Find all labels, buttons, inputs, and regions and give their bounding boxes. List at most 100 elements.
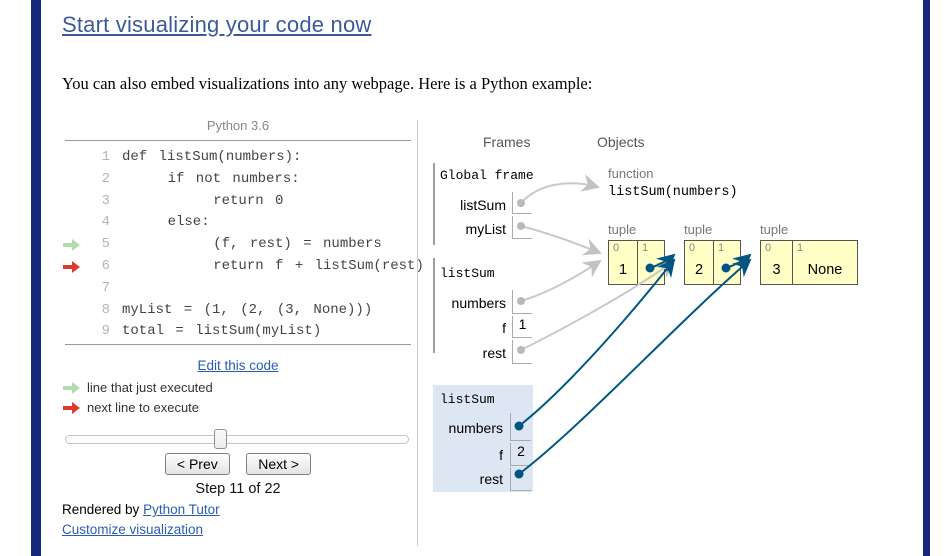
tuple1-type-label: tuple <box>608 222 637 237</box>
function-type-label: function <box>608 166 654 181</box>
code-line: 9 total = listSum(myList) <box>65 321 411 343</box>
code-line: 7 <box>65 278 411 300</box>
var-cell-rest-2 <box>510 467 531 491</box>
var-cell-rest-1 <box>512 340 532 364</box>
function-name: listSum(numbers) <box>608 185 738 200</box>
tuple2-cell-1: 1 <box>713 241 740 284</box>
tuple-value: None <box>807 262 843 278</box>
line-number: 2 <box>101 170 110 187</box>
code-text: total = listSum(myList) <box>122 323 322 340</box>
var-cell-numbers-1 <box>512 290 532 314</box>
python-tutor-link[interactable]: Python Tutor <box>143 502 220 517</box>
customize-visualization-link[interactable]: Customize visualization <box>62 522 204 537</box>
global-frame-edge <box>433 163 435 245</box>
tuple-value: 2 <box>694 262 704 278</box>
code-text: return f + listSum(rest) <box>122 257 424 274</box>
edit-code-row: Edit this code <box>65 357 411 375</box>
code-text: else: <box>122 214 210 231</box>
code-line: 8 myList = (1, (2, (3, None))) <box>65 300 411 322</box>
var-label-numbers-1: numbers <box>451 295 506 311</box>
rendered-by-text: Rendered by <box>62 502 144 517</box>
var-cell-f-1: 1 <box>512 316 532 338</box>
runtime-label: Python 3.6 <box>206 118 270 133</box>
var-label-myList: myList <box>465 221 506 237</box>
legend-executed-label: line that just executed <box>87 380 213 395</box>
arrow-frame2-rest-to-tuple3 <box>518 258 752 475</box>
var-cell-listSum <box>512 192 532 214</box>
line-number: 8 <box>101 301 110 318</box>
var-label-rest-1: rest <box>482 345 506 361</box>
tuple1-cell-0: 0 1 <box>609 241 637 284</box>
code-listing: 1 def listSum(numbers): 2 if not numbers:… <box>65 147 424 343</box>
listsum2-frame-title: listSum <box>440 392 495 407</box>
step-counter: Step 11 of 22 <box>195 481 281 497</box>
tuple-index: 1 <box>718 242 725 254</box>
code-line: 1 def listSum(numbers): <box>65 147 411 169</box>
tuple-index: 0 <box>689 242 696 254</box>
step-slider-handle[interactable] <box>214 429 227 449</box>
var-label-listSum: listSum <box>460 197 506 213</box>
legend-next: next line to execute <box>63 400 199 415</box>
tuple1-box: 0 1 1 <box>608 240 665 285</box>
var-label-f-2: f <box>499 447 503 463</box>
code-text: def listSum(numbers): <box>122 149 302 165</box>
var-label-numbers-2: numbers <box>448 420 503 436</box>
prev-button[interactable]: < Prev <box>164 453 230 475</box>
executed-line-arrow-icon <box>63 239 80 251</box>
line-number: 1 <box>101 149 110 165</box>
tuple2-type-label: tuple <box>684 222 713 237</box>
arrow-frame1-numbers-to-tuple1 <box>520 259 602 302</box>
var-cell-numbers-2 <box>510 413 531 441</box>
listsum1-frame-title: listSum <box>440 266 495 281</box>
line-number: 3 <box>101 192 110 209</box>
code-line: 3 return 0 <box>65 191 411 213</box>
next-line-arrow-icon <box>63 261 80 273</box>
line-number: 6 <box>101 257 110 274</box>
edit-this-code-link[interactable]: Edit this code <box>197 358 279 373</box>
line-number: 4 <box>101 214 110 231</box>
line-number: 9 <box>101 323 110 340</box>
code-text: if not numbers: <box>122 170 300 187</box>
f-value-2: 2 <box>517 443 525 459</box>
code-line: 4 else: <box>65 212 411 234</box>
code-text: (f, rest) = numbers <box>122 236 382 253</box>
global-frame-title: Global frame <box>440 168 534 183</box>
tuple3-cell-0: 0 3 <box>761 241 792 284</box>
code-line: 6 return f + listSum(rest) <box>65 256 424 278</box>
line-number: 7 <box>101 279 110 296</box>
f-value-1: 1 <box>518 316 527 332</box>
page-border-right <box>923 0 930 556</box>
tuple-value: 3 <box>772 262 781 278</box>
tuple1-cell-1: 1 <box>637 241 664 284</box>
var-label-rest-2: rest <box>479 471 503 487</box>
next-button[interactable]: Next > <box>246 453 312 475</box>
code-top-rule <box>65 140 411 141</box>
tuple3-box: 0 3 1 None <box>760 240 858 285</box>
code-text: return 0 <box>122 192 284 209</box>
tuple-index: 1 <box>797 242 804 254</box>
tuple3-type-label: tuple <box>760 222 789 237</box>
start-visualizing-link[interactable]: Start visualizing your code now <box>62 12 372 37</box>
tuple-value: 1 <box>618 262 628 278</box>
var-cell-myList <box>512 216 532 239</box>
legend-next-label: next line to execute <box>87 400 200 415</box>
executed-line-arrow-icon <box>63 381 80 394</box>
code-text <box>110 280 122 296</box>
intro-text: You can also embed visualizations into a… <box>62 74 593 93</box>
frames-header: Frames <box>483 134 531 150</box>
legend-executed: line that just executed <box>63 380 213 395</box>
listsum1-frame-edge <box>433 258 435 353</box>
step-slider-track[interactable] <box>65 429 409 449</box>
code-text: myList = (1, (2, (3, None))) <box>122 301 373 318</box>
customize-row: Customize visualization <box>62 522 203 537</box>
code-line: 2 if not numbers: <box>65 169 411 191</box>
tuple2-cell-0: 0 2 <box>685 241 713 284</box>
panel-divider <box>417 120 418 546</box>
tuple3-cell-1: 1 None <box>792 241 857 284</box>
page-border-left <box>31 0 41 556</box>
next-line-arrow-icon <box>63 401 80 414</box>
tuple2-box: 0 2 1 <box>684 240 741 285</box>
code-bottom-rule <box>65 344 411 345</box>
var-label-f-1: f <box>502 320 506 336</box>
line-number: 5 <box>101 236 110 253</box>
